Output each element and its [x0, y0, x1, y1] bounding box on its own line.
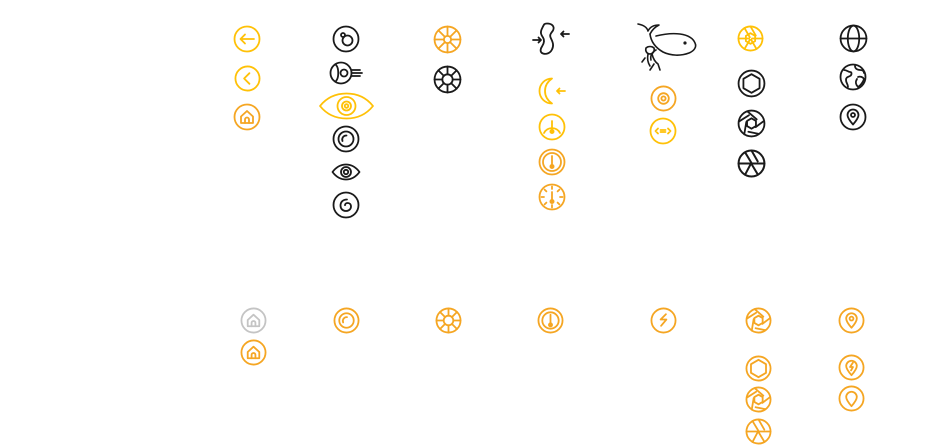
hexagon-aperture-orange-icon[interactable]	[745, 355, 772, 382]
globe-icon[interactable]	[839, 24, 868, 53]
aperture-icon[interactable]	[737, 25, 764, 52]
aperture-outline-icon[interactable]	[737, 109, 766, 138]
iris-icon[interactable]	[332, 125, 360, 153]
earth-icon[interactable]	[839, 63, 867, 91]
home-icon[interactable]	[233, 103, 261, 131]
home-outline-orange-icon[interactable]	[240, 339, 267, 366]
lifebuoy-icon[interactable]	[433, 65, 462, 94]
gauge-orange-icon[interactable]	[537, 307, 564, 334]
location-pin-orange-icon[interactable]	[838, 307, 865, 334]
location-pin-icon[interactable]	[839, 103, 867, 131]
sun-wheel-icon[interactable]	[433, 25, 462, 54]
aperture-bold-orange-icon[interactable]	[745, 418, 772, 445]
chevron-left-icon[interactable]	[234, 65, 261, 92]
target-icon[interactable]	[650, 85, 677, 112]
drop-pin-icon[interactable]	[838, 385, 865, 412]
arrow-left-icon[interactable]	[233, 25, 261, 53]
aperture-bold-icon[interactable]	[737, 149, 766, 178]
whale-diver-icon[interactable]	[636, 20, 698, 75]
gauge-ticks-icon[interactable]	[538, 183, 566, 211]
eye-small-icon[interactable]	[331, 163, 361, 181]
heart-pin-icon[interactable]	[838, 354, 865, 381]
body-contour-icon[interactable]	[531, 22, 571, 56]
code-arrows-icon[interactable]	[649, 117, 677, 145]
iris-orange-icon[interactable]	[333, 307, 360, 334]
eye-side-view-icon[interactable]	[329, 60, 363, 86]
pupil-swirl-icon[interactable]	[332, 191, 360, 219]
aperture-orange-icon[interactable]	[745, 307, 772, 334]
half-moon-arrow-icon[interactable]	[537, 77, 567, 105]
aperture-outline-orange-icon[interactable]	[745, 386, 772, 413]
lightning-circle-icon[interactable]	[650, 307, 677, 334]
hexagon-aperture-icon[interactable]	[737, 69, 766, 98]
eye-large-icon[interactable]	[318, 92, 375, 120]
lifebuoy-orange-icon[interactable]	[435, 307, 462, 334]
home-outline-gray-icon[interactable]	[240, 307, 267, 334]
eyeball-icon[interactable]	[332, 25, 360, 53]
gauge-icon[interactable]	[538, 113, 566, 141]
gauge-ring-icon[interactable]	[538, 148, 566, 176]
